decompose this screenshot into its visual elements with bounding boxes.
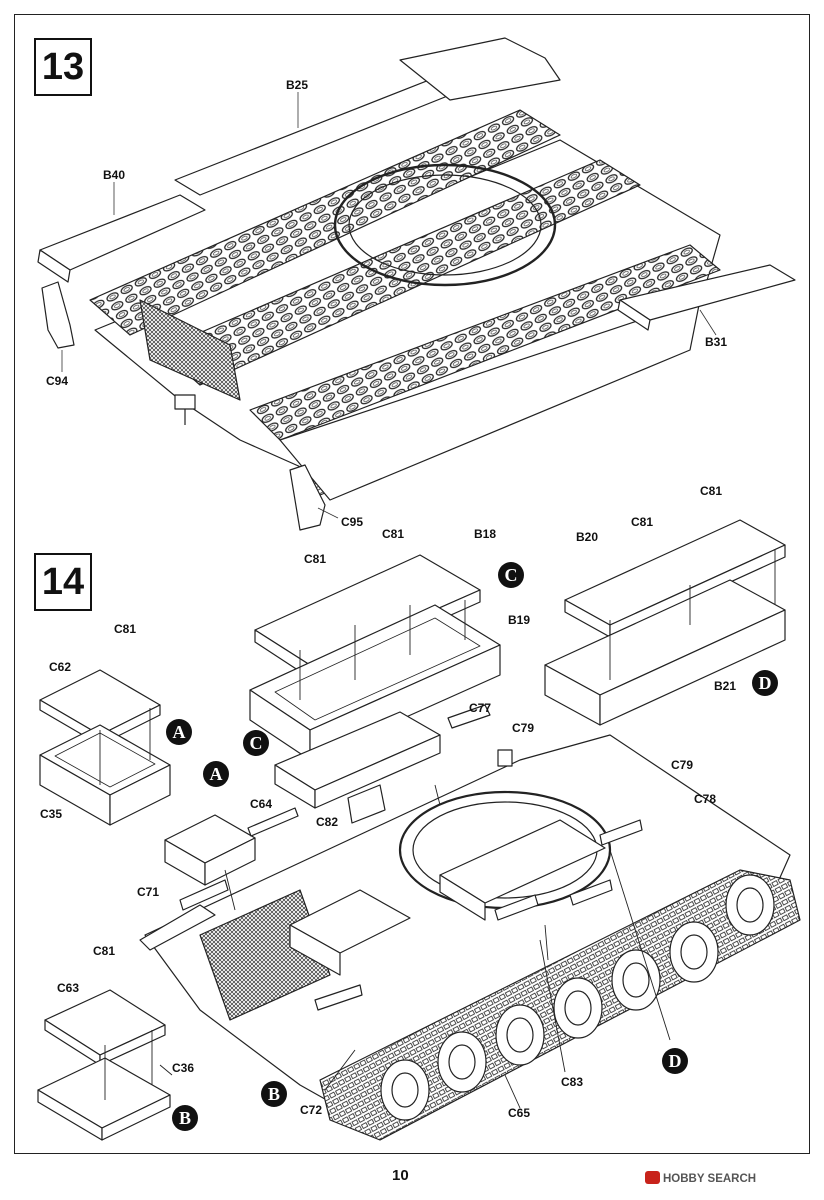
part-label-c79: C79 <box>512 721 535 735</box>
part-label-b20: B20 <box>576 530 599 544</box>
part-label-c81: C81 <box>382 527 405 541</box>
step-number-14: 14 <box>34 553 92 611</box>
assembly-marker-d: D <box>752 670 778 696</box>
part-label-b25: B25 <box>286 78 309 92</box>
watermark: HOBBY SEARCH <box>645 1171 756 1185</box>
part-label-b19: B19 <box>508 613 531 627</box>
c63-c36-box-set <box>37 989 171 1141</box>
assembly-marker-b: B <box>261 1081 287 1107</box>
c62-c35-box-set <box>39 669 171 826</box>
part-label-c81: C81 <box>114 622 137 636</box>
page-frame <box>14 14 810 1154</box>
b20-b21-box-set <box>544 519 786 726</box>
a-box-assembly <box>164 814 256 886</box>
part-label-c36: C36 <box>172 1061 195 1075</box>
assembly-marker-d: D <box>662 1048 688 1074</box>
assembly-marker-b: B <box>172 1105 198 1131</box>
part-label-c81: C81 <box>304 552 327 566</box>
assembly-marker-a: A <box>166 719 192 745</box>
part-label-c64: C64 <box>250 797 273 811</box>
part-label-c63: C63 <box>57 981 80 995</box>
hobby-search-logo-icon <box>645 1171 660 1184</box>
assembly-marker-c: C <box>498 562 524 588</box>
road-wheels <box>380 874 775 1121</box>
part-label-c62: C62 <box>49 660 72 674</box>
c-box-assembly <box>274 711 441 809</box>
part-label-c72: C72 <box>300 1103 323 1117</box>
page-number: 10 <box>392 1167 409 1184</box>
part-label-c78: C78 <box>694 792 717 806</box>
part-label-c71: C71 <box>137 885 160 899</box>
part-label-b31: B31 <box>705 335 728 349</box>
watermark-text: HOBBY SEARCH <box>663 1173 757 1185</box>
part-label-c82: C82 <box>316 815 339 829</box>
part-label-b18: B18 <box>474 527 497 541</box>
step-number-13: 13 <box>34 38 92 96</box>
part-label-c94: C94 <box>46 374 69 388</box>
part-label-c81: C81 <box>700 484 723 498</box>
step13-hull-drawing <box>37 37 796 531</box>
part-label-c77: C77 <box>469 701 492 715</box>
part-label-c35: C35 <box>40 807 63 821</box>
part-label-c65: C65 <box>508 1106 531 1120</box>
step13-leaders <box>61 92 717 519</box>
part-label-c83: C83 <box>561 1075 584 1089</box>
assembly-guide-lines <box>99 550 776 1109</box>
part-label-c79: C79 <box>671 758 694 772</box>
assembly-marker-c: C <box>243 730 269 756</box>
part-label-c81: C81 <box>93 944 116 958</box>
part-label-c95: C95 <box>341 515 364 529</box>
part-label-b21: B21 <box>714 679 737 693</box>
part-label-c81: C81 <box>631 515 654 529</box>
assembly-marker-a: A <box>203 761 229 787</box>
part-label-b40: B40 <box>103 168 126 182</box>
step14-small-parts <box>179 704 643 1011</box>
